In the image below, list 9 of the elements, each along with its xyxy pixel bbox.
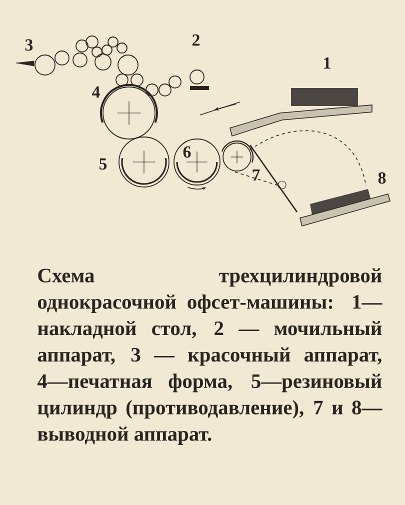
callout-number: 3 — [25, 39, 33, 51]
callout-number: 4 — [92, 86, 100, 98]
callout-number: 5 — [99, 158, 107, 170]
callout-number: 7 — [252, 169, 260, 181]
callout-number: 6 — [183, 146, 191, 158]
callout-number: 2 — [192, 34, 200, 46]
callout-number: 1 — [324, 57, 330, 69]
caption: Схема трехцилиндровой однокрасочной офсет-машины: 1—накладной стол, 2 — мочильный аппарат, 3 — красочный аппарат, 4—печатная форма, 5—резиновый цилиндр (противодавление), 7 и 8—выводной аппарат. — [37, 268, 382, 445]
callout-number: 8 — [378, 172, 386, 184]
